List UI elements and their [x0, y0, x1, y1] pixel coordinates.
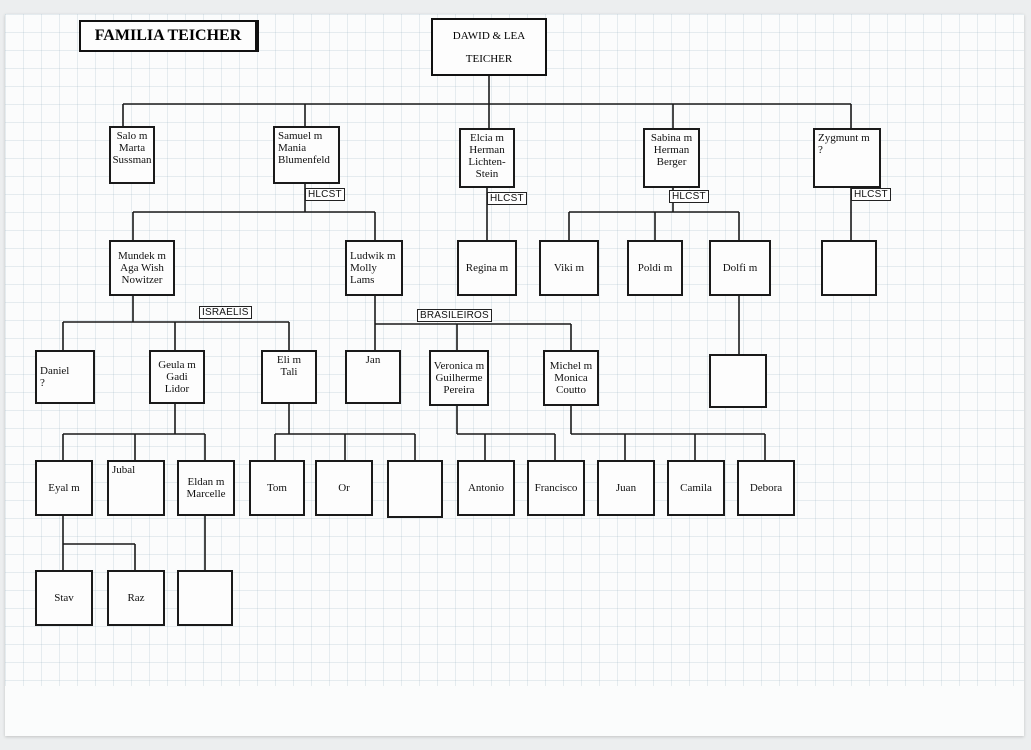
node-jubal: Jubal — [107, 460, 165, 516]
node-daniel: Daniel ? — [35, 350, 95, 404]
node-camila: Camila — [667, 460, 725, 516]
node-elcia: Elcia m Herman Lichten- Stein — [459, 128, 515, 188]
node-mundek: Mundek m Aga Wish Nowitzer — [109, 240, 175, 296]
node-eldan-child — [177, 570, 233, 626]
node-root: DAWID & LEA TEICHER — [431, 18, 547, 76]
node-regina: Regina m — [457, 240, 517, 296]
node-zygmunt: Zygmunt m ? — [813, 128, 881, 188]
node-jan: Jan — [345, 350, 401, 404]
node-antonio: Antonio — [457, 460, 515, 516]
node-ludwik: Ludwik m Molly Lams — [345, 240, 403, 296]
node-eldan: Eldan m Marcelle — [177, 460, 235, 516]
root-line-1: DAWID & LEA — [452, 29, 526, 42]
node-juan: Juan — [597, 460, 655, 516]
node-michel: Michel m Monica Coutto — [543, 350, 599, 406]
node-eli-child3 — [387, 460, 443, 518]
node-geula: Geula m Gadi Lidor — [149, 350, 205, 404]
node-veronica: Veronica m Guilherme Pereira — [429, 350, 489, 406]
node-raz: Raz — [107, 570, 165, 626]
node-dolfi: Dolfi m — [709, 240, 771, 296]
node-tom: Tom — [249, 460, 305, 516]
node-zygmunt-child — [821, 240, 877, 296]
tag-hlcst-samuel: HLCST — [305, 188, 345, 201]
tag-hlcst-zygmunt: HLCST — [851, 188, 891, 201]
node-viki: Viki m — [539, 240, 599, 296]
sheet-margin — [5, 686, 1024, 736]
node-eyal: Eyal m — [35, 460, 93, 516]
node-salo: Salo m Marta Sussman — [109, 126, 155, 184]
node-sabina: Sabina m Herman Berger — [643, 128, 700, 188]
tag-hlcst-elcia: HLCST — [487, 192, 527, 205]
node-francisco: Francisco — [527, 460, 585, 516]
node-poldi: Poldi m — [627, 240, 683, 296]
root-line-2: TEICHER — [465, 52, 513, 65]
node-eli: Eli m Tali — [261, 350, 317, 404]
graph-paper-sheet: FAMILIA TEICHER DAWID & LEA TEICHER Salo… — [5, 14, 1024, 736]
node-dolfi-child — [709, 354, 767, 408]
node-or: Or — [315, 460, 373, 516]
node-stav: Stav — [35, 570, 93, 626]
page-title: FAMILIA TEICHER — [79, 20, 259, 52]
tag-hlcst-sabina: HLCST — [669, 190, 709, 203]
tag-israelis: ISRAELIS — [199, 306, 252, 319]
node-samuel: Samuel m Mania Blumenfeld — [273, 126, 340, 184]
tag-brasileiros: BRASILEIROS — [417, 309, 492, 322]
node-debora: Debora — [737, 460, 795, 516]
